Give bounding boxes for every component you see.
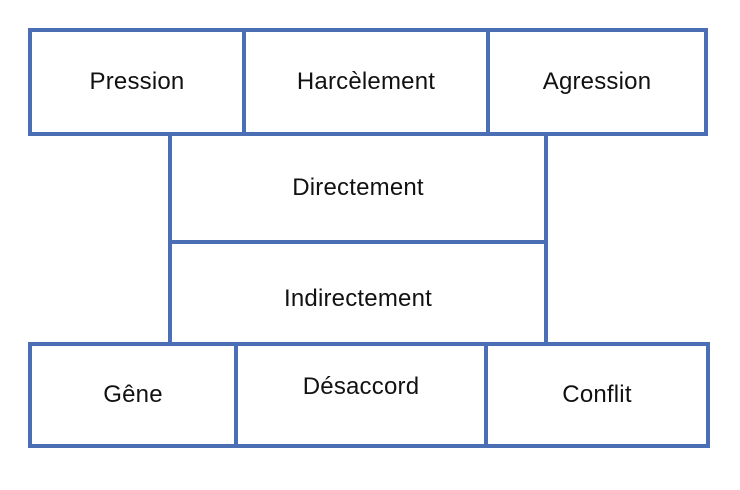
label-pression: Pression bbox=[89, 68, 185, 95]
box-gene: Gêne bbox=[28, 342, 238, 448]
label-directement: Directement bbox=[292, 174, 424, 201]
box-indirectement: Indirectement bbox=[168, 240, 548, 346]
box-desaccord: Désaccord bbox=[234, 342, 488, 448]
label-indirectement: Indirectement bbox=[283, 285, 432, 312]
box-harcelement: Harcèlement bbox=[242, 28, 490, 136]
label-conflit: Conflit bbox=[562, 381, 632, 408]
box-directement: Directement bbox=[168, 132, 548, 244]
box-conflit: Conflit bbox=[484, 342, 710, 448]
label-agression: Agression bbox=[542, 68, 652, 95]
box-pression: Pression bbox=[28, 28, 246, 136]
box-agression: Agression bbox=[486, 28, 708, 136]
label-desaccord: Désaccord bbox=[302, 373, 420, 400]
label-gene: Gêne bbox=[103, 381, 163, 408]
label-harcelement: Harcèlement bbox=[296, 68, 436, 95]
